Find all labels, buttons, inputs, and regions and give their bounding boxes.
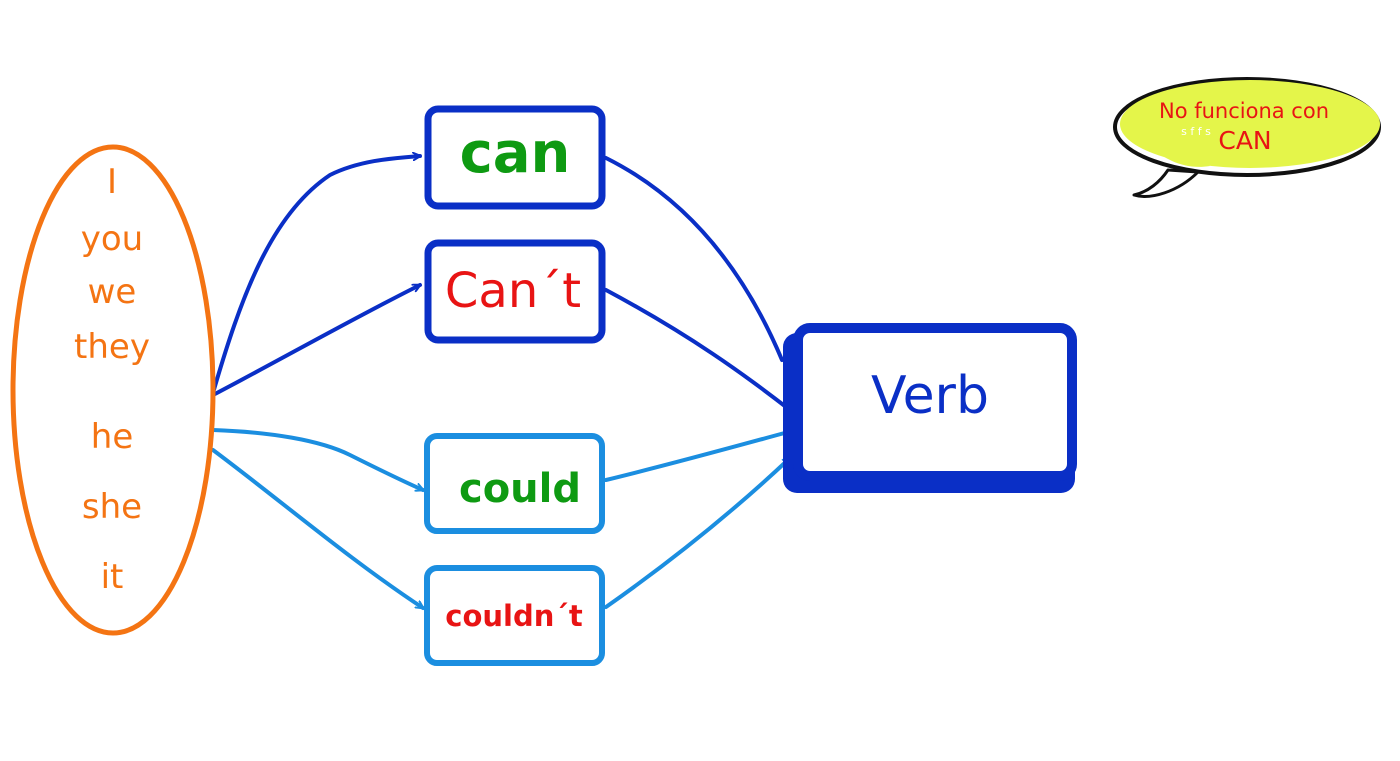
modal-box-couldnt-frame bbox=[424, 565, 605, 666]
note-bubble-fill bbox=[1120, 80, 1380, 168]
arrow-can-to-verb bbox=[604, 156, 784, 362]
pronoun-it: it bbox=[101, 557, 124, 597]
pronoun-i: I bbox=[107, 162, 117, 202]
pronoun-she: she bbox=[82, 487, 142, 527]
modal-box-couldnt: couldn´t bbox=[424, 565, 605, 666]
note-line-2: CAN bbox=[1218, 126, 1271, 155]
verb-label: Verb bbox=[871, 366, 989, 426]
modal-box-cant-frame bbox=[424, 239, 606, 344]
arrow-pronouns-to-can bbox=[211, 156, 422, 395]
note-bubble-fill-tail bbox=[1150, 146, 1210, 167]
modal-box-cant: Can´t bbox=[424, 239, 606, 344]
note-line-1: No funciona con bbox=[1159, 99, 1329, 123]
modal-box-could: could bbox=[424, 433, 605, 534]
verb-box-frame bbox=[793, 323, 1077, 481]
arrow-could-to-verb bbox=[604, 428, 805, 482]
modal-label-couldnt: couldn´t bbox=[445, 599, 583, 633]
modal-label-cant: Can´t bbox=[445, 263, 581, 319]
pronoun-group: I you we they he she it bbox=[10, 144, 216, 636]
note-bubble-tail bbox=[1132, 168, 1200, 198]
modal-box-could-frame bbox=[424, 433, 605, 534]
pronoun-you: you bbox=[81, 219, 143, 259]
note-bubble: s f f s No funciona con CAN bbox=[1113, 77, 1381, 198]
verb-box: Verb bbox=[783, 323, 1077, 493]
arrow-pronouns-to-couldnt bbox=[211, 448, 425, 610]
modal-label-could: could bbox=[459, 466, 581, 512]
modal-box-can: can bbox=[424, 105, 606, 210]
modal-box-can-frame bbox=[424, 105, 606, 210]
arrow-couldnt-to-verb bbox=[604, 456, 792, 609]
modal-label-can: can bbox=[460, 121, 571, 186]
arrow-cant-to-verb bbox=[604, 288, 792, 412]
pronoun-they: they bbox=[74, 327, 150, 367]
note-scribble: s f f s bbox=[1181, 125, 1211, 138]
pronoun-he: he bbox=[91, 417, 133, 457]
pronoun-ellipse bbox=[10, 144, 216, 636]
arrow-pronouns-to-could bbox=[211, 428, 425, 492]
pronoun-we: we bbox=[88, 272, 137, 312]
arrow-pronouns-to-cant bbox=[211, 283, 422, 397]
